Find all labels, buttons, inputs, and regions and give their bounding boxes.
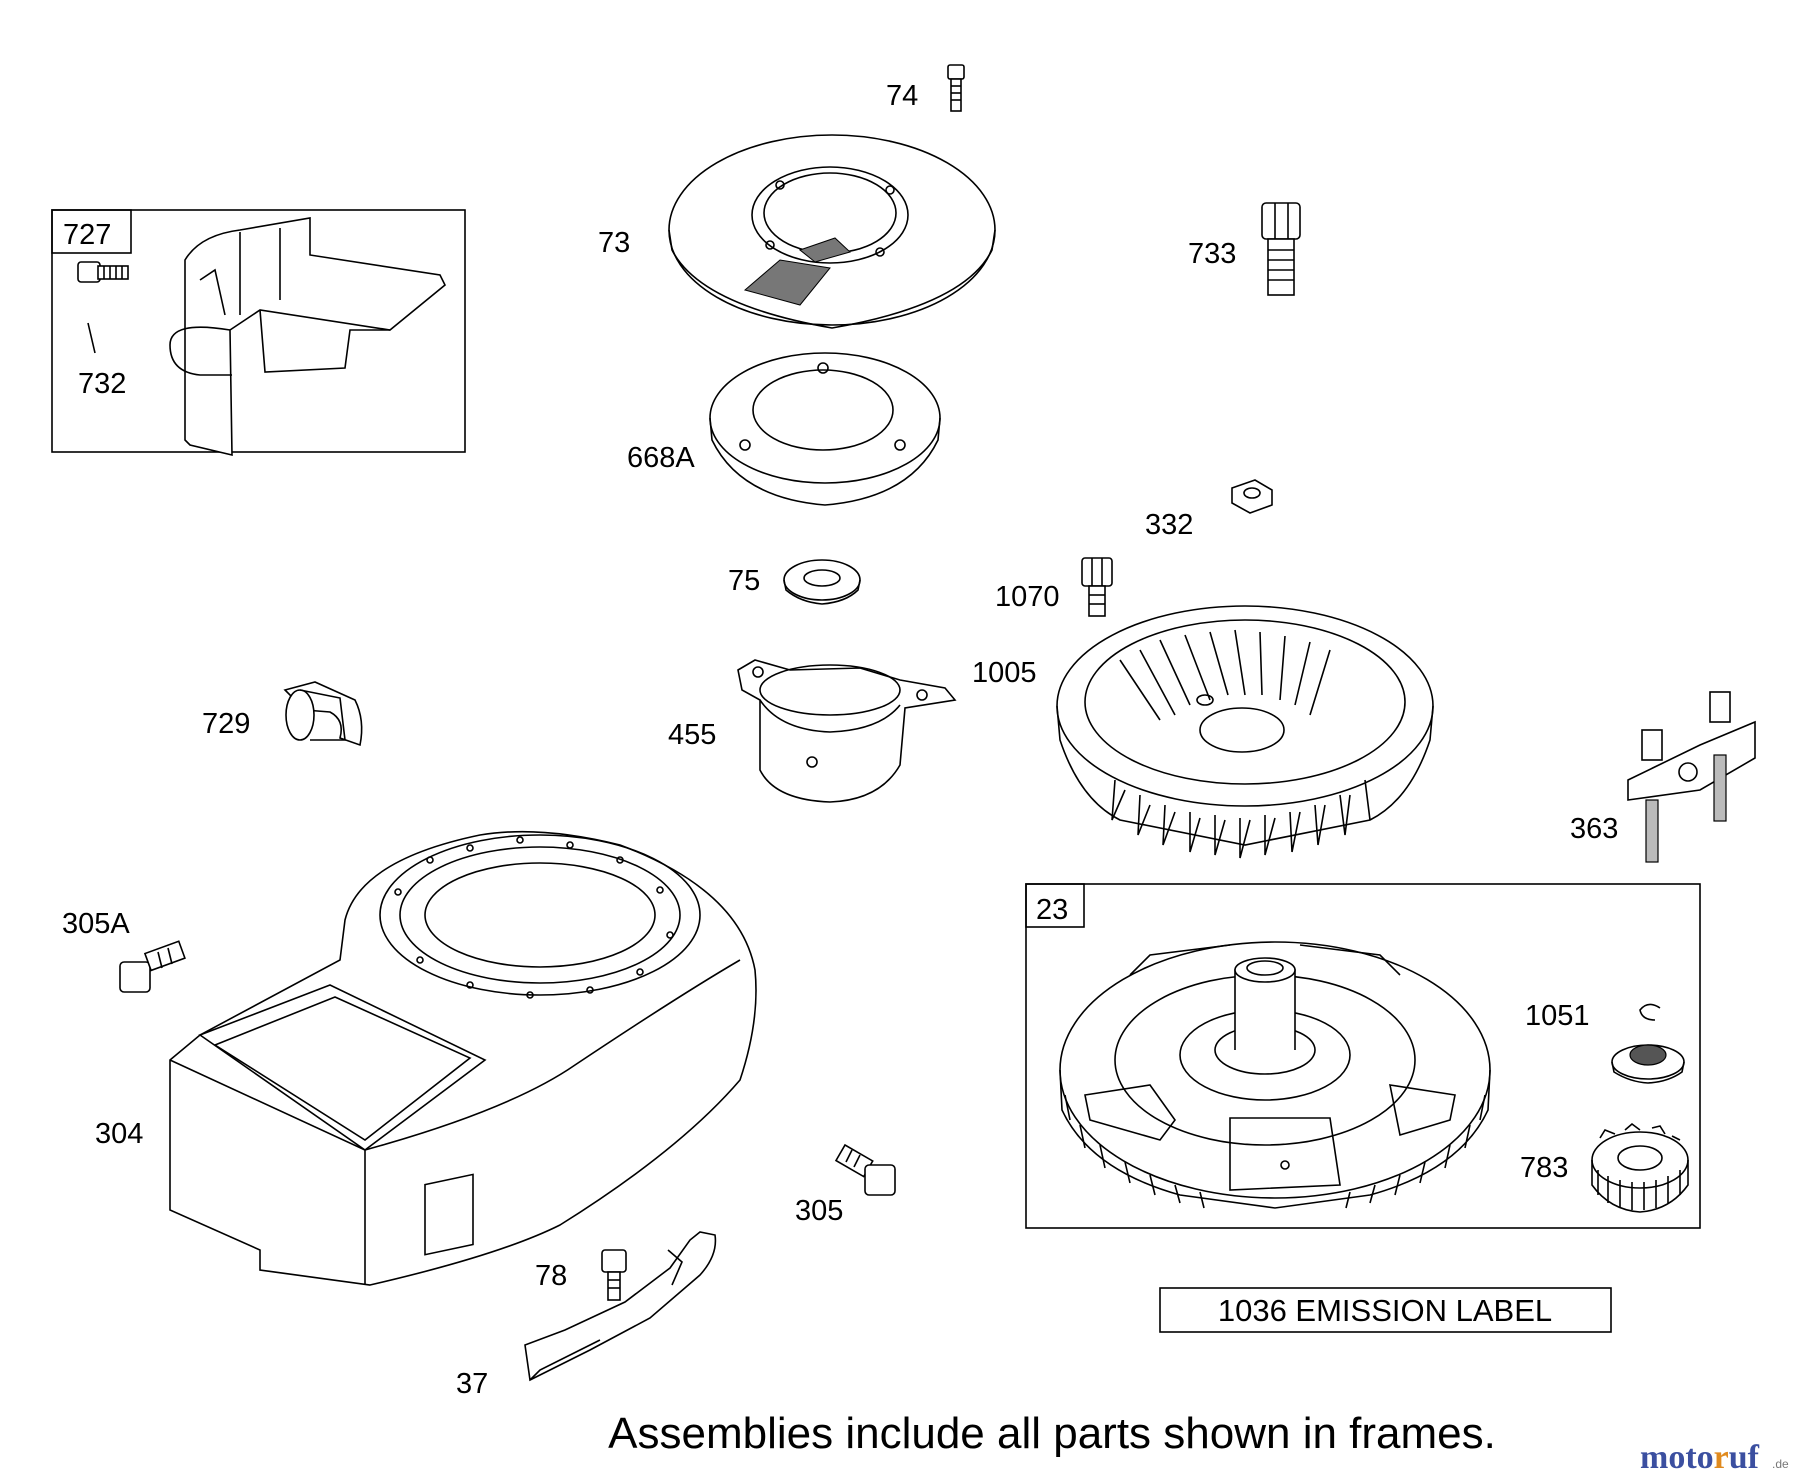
label-668a: 668A bbox=[627, 442, 695, 474]
air-guide-shield-icon bbox=[169, 217, 447, 457]
label-23: 23 bbox=[1036, 894, 1068, 926]
flywheel-1005-icon bbox=[1056, 605, 1434, 859]
label-732: 732 bbox=[78, 368, 126, 400]
adapter-668a-icon bbox=[709, 352, 941, 506]
nut-332-icon bbox=[1231, 479, 1273, 514]
guard-729-icon bbox=[283, 681, 363, 747]
label-729: 729 bbox=[202, 708, 250, 740]
starter-cup-455-icon bbox=[737, 659, 957, 803]
frame-727: 727 732 bbox=[51, 209, 466, 457]
bolt-732-icon bbox=[77, 261, 129, 283]
label-75: 75 bbox=[728, 565, 760, 597]
watermark-text: motoruf bbox=[1640, 1439, 1760, 1476]
label-727: 727 bbox=[63, 219, 111, 251]
screw-305a-icon bbox=[119, 940, 186, 993]
label-1005: 1005 bbox=[972, 657, 1037, 689]
screw-78-icon bbox=[601, 1249, 627, 1301]
rotating-screen-73-icon bbox=[668, 134, 996, 329]
screw-305-icon bbox=[834, 1143, 896, 1196]
washer-75-icon bbox=[783, 559, 861, 605]
gear-783-icon bbox=[1591, 1122, 1689, 1213]
label-455: 455 bbox=[668, 719, 716, 751]
clip-1051-icon bbox=[1639, 1003, 1661, 1021]
flywheel-assembly-23-icon bbox=[1059, 941, 1491, 1209]
bolt-1070-icon bbox=[1081, 557, 1113, 617]
blower-housing-304-icon bbox=[169, 830, 757, 1286]
label-73: 73 bbox=[598, 227, 630, 259]
label-305a: 305A bbox=[62, 908, 130, 940]
label-1070: 1070 bbox=[995, 581, 1060, 613]
watermark-logo: motoruf .de bbox=[1640, 1439, 1789, 1476]
gear-washer-1051-icon bbox=[1611, 1044, 1685, 1084]
label-305: 305 bbox=[795, 1195, 843, 1227]
label-332: 332 bbox=[1145, 509, 1193, 541]
label-783: 783 bbox=[1520, 1152, 1568, 1184]
label-78: 78 bbox=[535, 1260, 567, 1292]
label-304: 304 bbox=[95, 1118, 143, 1150]
air-guide-37-icon bbox=[524, 1231, 717, 1382]
label-1051: 1051 bbox=[1525, 1000, 1590, 1032]
label-733: 733 bbox=[1188, 238, 1236, 270]
emission-label-text: 1036 EMISSION LABEL bbox=[1218, 1293, 1552, 1328]
watermark-suffix: .de bbox=[1772, 1457, 1789, 1471]
label-363: 363 bbox=[1570, 813, 1618, 845]
screw-74-icon bbox=[947, 64, 965, 112]
stop-switch-bracket-363-icon bbox=[1627, 691, 1756, 863]
label-74: 74 bbox=[886, 80, 918, 112]
frame-23: 23 1051 783 bbox=[1025, 883, 1701, 1229]
emission-label-box: 1036 EMISSION LABEL bbox=[1159, 1287, 1612, 1333]
bolt-733-icon bbox=[1261, 202, 1301, 296]
assemblies-footnote: Assemblies include all parts shown in fr… bbox=[608, 1409, 1496, 1458]
label-37: 37 bbox=[456, 1368, 488, 1400]
